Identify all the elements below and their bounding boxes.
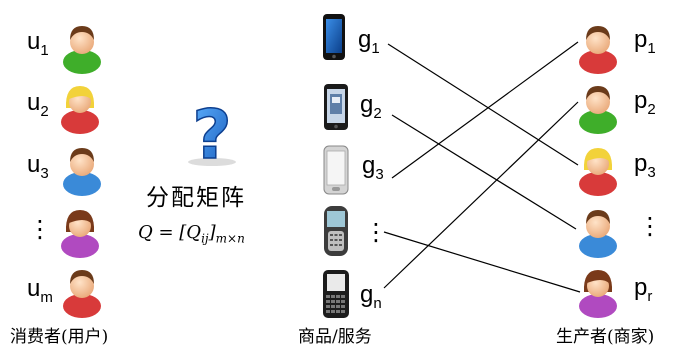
question-mark-icon: ?: [188, 95, 236, 176]
mobile-phone-icon: [323, 145, 349, 195]
smartphone-icon: [323, 14, 345, 60]
person-icon: [63, 148, 101, 196]
goods-icons: [323, 14, 349, 318]
person-icon: [61, 210, 99, 258]
person-icon: [579, 270, 617, 318]
smartphone-icon: [324, 84, 348, 130]
producer-icons: [579, 26, 617, 318]
consumer-label: u2: [27, 89, 49, 120]
goods-label: g2: [360, 91, 382, 122]
consumer-label: ⋮: [28, 216, 52, 243]
feature-phone-icon: [324, 206, 348, 256]
consumer-label: u1: [27, 28, 49, 59]
link-g2-pdots: [391, 114, 577, 230]
person-icon: [61, 86, 99, 134]
producer-label: pr: [634, 274, 653, 305]
link-g1-p3: [387, 43, 579, 166]
person-icon: [579, 210, 617, 258]
matrix-title: 分配矩阵: [146, 185, 246, 211]
goods-label: g3: [362, 152, 384, 183]
links: [383, 41, 581, 293]
goods-label: ⋮: [364, 219, 388, 246]
link-gdots-pr: [383, 231, 581, 293]
consumer-icons: [61, 26, 101, 318]
producer-label: p1: [634, 26, 656, 57]
producers-caption: 生产者(商家): [556, 327, 655, 347]
producer-label: ⋮: [638, 213, 662, 240]
link-gn-p2: [383, 101, 579, 289]
person-icon: [579, 26, 617, 74]
consumer-label: um: [27, 275, 53, 306]
goods-label: gn: [360, 281, 382, 312]
person-icon: [579, 148, 617, 196]
question-mark-glyph: ?: [192, 96, 231, 175]
qwerty-phone-icon: [323, 270, 349, 318]
goods-label: g1: [358, 26, 380, 57]
link-g3-p1: [391, 41, 579, 179]
person-icon: [63, 270, 101, 318]
consumer-label: u3: [27, 151, 49, 182]
goods-caption: 商品/服务: [298, 327, 372, 347]
producer-label: p2: [634, 87, 656, 118]
consumers-caption: 消费者(用户): [10, 327, 109, 347]
person-icon: [579, 86, 617, 134]
matrix-formula: Q = [Qij]m×n: [138, 222, 245, 246]
producer-label: p3: [634, 150, 656, 181]
person-icon: [63, 26, 101, 74]
